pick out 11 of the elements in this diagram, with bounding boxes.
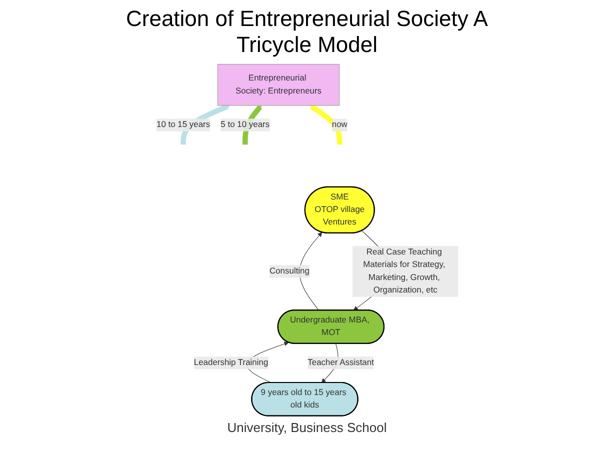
caption-text: University, Business School [226, 420, 388, 435]
edge-label: 5 to 10 years [220, 120, 270, 130]
edge-label: Leadership Training [194, 358, 268, 368]
diagram-title: Creation of Entrepreneurial Society A Tricycle Model [125, 6, 489, 58]
edge-label: Teacher Assistant [307, 358, 374, 368]
edge-label: Consulting [269, 266, 310, 276]
arrow [309, 104, 342, 145]
edge-label: now [332, 120, 348, 130]
edge-label: Real Case Teaching Materials for Strategy, Marketing, Growth, Organization, etc [362, 248, 445, 295]
node-box: Entrepreneurial Society: Entrepreneurs [217, 64, 340, 106]
edge-label: 10 to 15 years [156, 120, 210, 130]
